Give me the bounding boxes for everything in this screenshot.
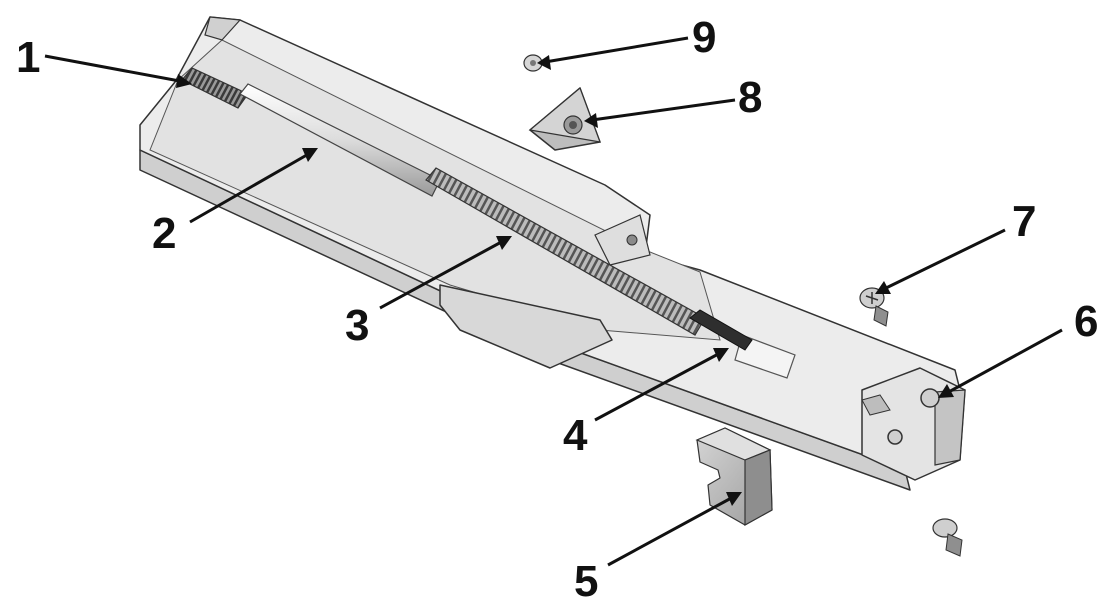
leader-4: [594, 350, 723, 422]
leader-2: [189, 150, 313, 224]
callout-label-2: 2: [152, 209, 176, 258]
leader-5: [607, 494, 736, 567]
arrowhead-6: [938, 384, 954, 398]
callout-label-7: 7: [1012, 197, 1036, 246]
tool-body-window: [734, 334, 796, 379]
leader-1: [44, 54, 186, 84]
arrowhead-4: [713, 348, 729, 362]
arrowhead-3: [496, 236, 512, 250]
tool-body-front-notch: [204, 16, 242, 41]
arrowhead-7: [875, 281, 891, 294]
arrowhead-1: [176, 74, 192, 88]
clamp-block: [695, 427, 773, 527]
tool-body-lug-hole: [626, 234, 638, 246]
callout-labels: 1 2 3 4 5 6 7 8 9: [16, 13, 1098, 606]
callout-label-5: 5: [574, 557, 598, 606]
leader-3: [379, 238, 506, 310]
callout-label-8: 8: [738, 73, 762, 122]
arrowhead-2: [302, 148, 318, 162]
callout-leaders: [44, 36, 1063, 567]
arrowhead-9: [537, 55, 551, 70]
tool-body-slot: [861, 394, 891, 416]
callout-label-4: 4: [563, 411, 588, 460]
leader-7: [881, 228, 1006, 292]
tool-body-head-hole-lower: [887, 429, 903, 445]
triangular-insert: [528, 86, 601, 151]
arrowhead-8: [584, 113, 598, 128]
tool-body-head-side: [934, 389, 966, 466]
callout-label-9: 9: [692, 13, 716, 62]
tool-body-lower-ledge: [439, 284, 613, 369]
callout-label-1: 1: [16, 33, 40, 82]
arrowhead-5: [726, 492, 742, 506]
tool-body-side-lug: [594, 214, 651, 266]
tool-body-head-hole-upper: [920, 388, 940, 408]
leader-6: [944, 328, 1063, 396]
callout-label-6: 6: [1074, 297, 1098, 346]
leader-9: [544, 36, 689, 64]
callout-label-3: 3: [345, 301, 369, 350]
leader-8: [591, 98, 736, 122]
screw-lower: [932, 518, 963, 557]
pin: [689, 309, 753, 351]
